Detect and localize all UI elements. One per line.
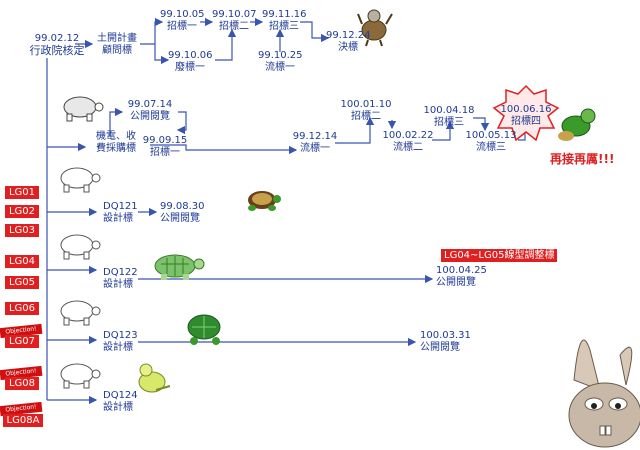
mech-fail3-date: 100.05.13 <box>465 130 517 141</box>
dq124-label: 設計標 <box>103 402 133 413</box>
award-label: 決標 <box>338 42 358 53</box>
mech-fail2-label: 流標二 <box>393 142 423 153</box>
dq121-date: 99.08.30 <box>160 201 205 212</box>
bid2-label: 招標二 <box>219 21 249 32</box>
dq124-code: DQ124 <box>103 390 138 401</box>
mech-fail2-date: 100.02.22 <box>382 130 434 141</box>
bid1-label: 招標一 <box>167 21 197 32</box>
turtle-outline-icon <box>63 96 104 122</box>
bid1-date: 99.10.05 <box>160 9 205 20</box>
turtle-outline-icon <box>60 300 101 326</box>
mech-fail1-label: 流標一 <box>300 143 330 154</box>
dancing-turtle-icon <box>357 9 393 47</box>
dq122-code: DQ122 <box>103 267 138 278</box>
dq122-label: 設計標 <box>103 279 133 290</box>
lg-label: LG02 <box>5 205 39 218</box>
design-label: 顧問標 <box>102 45 132 56</box>
bid2-date: 99.10.07 <box>212 9 257 20</box>
lg-label: LG07 <box>5 335 39 348</box>
turtle-outline-icon <box>60 363 101 389</box>
starburst-highlight <box>492 84 560 142</box>
connector-lines <box>46 17 530 405</box>
dq123-code: DQ123 <box>103 330 138 341</box>
mech-bid4-label: 招標四 <box>511 116 541 127</box>
turtle-outline-icon <box>60 167 101 193</box>
lg-label: LG03 <box>5 224 39 237</box>
dq122-date: 100.04.25 <box>436 265 487 276</box>
green-turtle-icon <box>248 191 281 211</box>
lg-label: LG04 <box>5 255 39 268</box>
mech-review-date: 99.07.14 <box>127 99 173 110</box>
lg-label: LG08 <box>5 377 39 390</box>
bid3-date: 99.11.16 <box>262 9 307 20</box>
dq121-label: 設計標 <box>103 213 133 224</box>
root-date: 99.02.12 <box>34 33 80 44</box>
green-turtle-icon <box>187 314 221 345</box>
design-date: 土開計畫 <box>97 33 137 44</box>
dq122-note: LG04~LG05線型調整標 <box>441 249 558 262</box>
dq123-date-label: 公開閱覽 <box>420 342 460 353</box>
dq123-label: 設計標 <box>103 342 133 353</box>
lg-label: LG08A <box>3 414 43 427</box>
root-label: 行政院核定 <box>29 44 85 57</box>
award-date: 99.12.24 <box>326 30 371 41</box>
cancel1-label: 廢標一 <box>175 62 205 73</box>
winner-turtle-icon <box>558 108 596 141</box>
again-text: 再接再厲!!! <box>550 152 615 166</box>
dq122-date-label: 公開閱覽 <box>436 277 476 288</box>
green-turtle-icon <box>154 254 205 280</box>
lg-label: LG01 <box>5 186 39 199</box>
rabbit-icon <box>568 339 640 448</box>
mech-fail1-date: 99.12.14 <box>292 131 338 142</box>
lg-label: LG06 <box>5 302 39 315</box>
mech-fail3-label: 流標三 <box>476 142 506 153</box>
dq121-date-label: 公開閱覽 <box>160 213 200 224</box>
lg-label: LG05 <box>5 276 39 289</box>
dq121-code: DQ121 <box>103 201 138 212</box>
bid3-label: 招標三 <box>269 21 299 32</box>
mech-bid4-date: 100.06.16 <box>500 104 552 115</box>
mech-bid2-label: 招標二 <box>351 111 381 122</box>
yellow-turtle-icon <box>138 363 171 393</box>
cancel1-date: 99.10.06 <box>168 50 213 61</box>
mech-review-label: 公開閱覽 <box>130 111 170 122</box>
mech-bid1-label: 招標一 <box>150 147 180 158</box>
fail1-date: 99.10.25 <box>258 50 303 61</box>
mech-bid1-date: 99.09.15 <box>142 135 188 146</box>
turtle-outline-icon <box>60 234 101 260</box>
mech-bid2-date: 100.01.10 <box>340 99 392 110</box>
mech-label-1: 機電、收 <box>96 131 136 142</box>
mech-bid3-date: 100.04.18 <box>423 105 475 116</box>
fail1-label: 流標一 <box>265 62 295 73</box>
mech-bid3-label: 招標三 <box>434 117 464 128</box>
mech-label-2: 費採購標 <box>96 143 136 154</box>
dq123-date: 100.03.31 <box>420 330 471 341</box>
